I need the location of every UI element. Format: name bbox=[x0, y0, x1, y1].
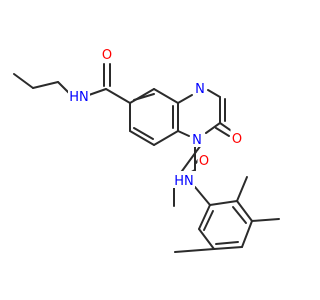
amide-o-1-halo bbox=[100, 45, 114, 62]
ring-n-1-label: N bbox=[192, 133, 202, 148]
ring-n-4-halo bbox=[193, 79, 207, 96]
ring-n-4-label: N bbox=[195, 82, 205, 97]
amide-nh-1-halo bbox=[68, 87, 90, 104]
amide-o-2-label: O bbox=[199, 154, 209, 169]
ketone-o-2-label: O bbox=[232, 132, 242, 147]
amide-o-2-halo bbox=[197, 151, 211, 168]
ring-n-1-halo bbox=[190, 130, 204, 147]
amide-o-1-label: O bbox=[102, 48, 112, 63]
amide-nh-1-label: HN bbox=[69, 90, 89, 105]
amide-nh-2-halo bbox=[173, 171, 195, 188]
bond-lines bbox=[13, 63, 280, 253]
ketone-o-2-halo bbox=[230, 129, 244, 146]
amide-nh-2-label: HN bbox=[174, 174, 194, 189]
